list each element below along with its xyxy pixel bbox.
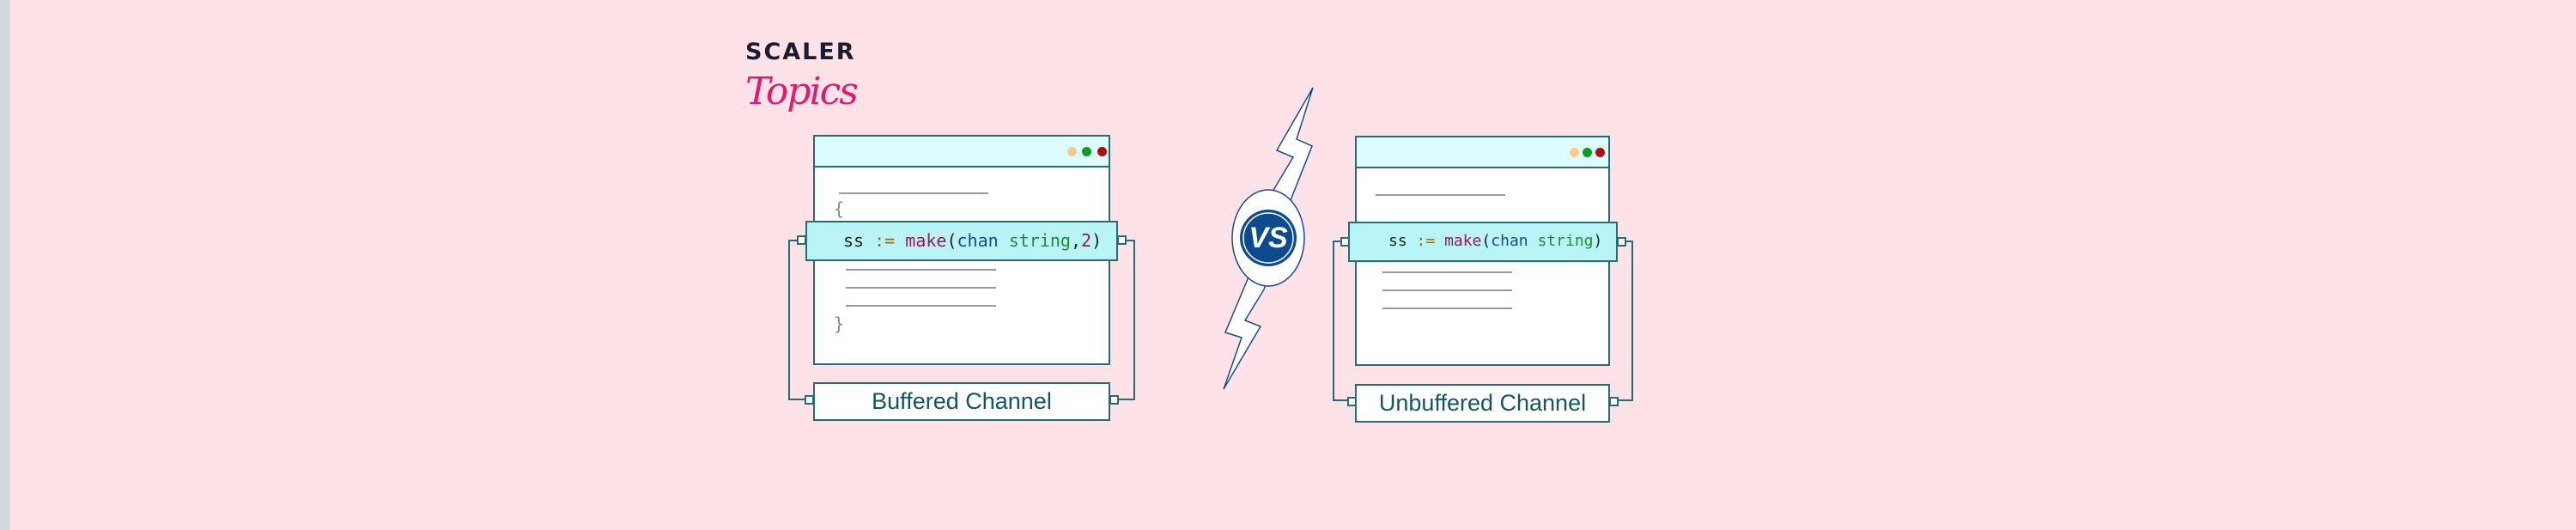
code-op: := — [1416, 232, 1436, 250]
code-kw: chan — [957, 230, 999, 251]
code-paren: ( — [946, 230, 957, 251]
window-titlebar — [1357, 137, 1608, 168]
code-paren: ) — [1091, 230, 1103, 251]
left-edge-strip — [0, 0, 10, 530]
window-titlebar — [815, 137, 1109, 168]
close-dot-icon — [1595, 148, 1605, 157]
code-placeholder-line — [839, 192, 988, 194]
close-brace: } — [834, 314, 845, 334]
right-connector-left — [1333, 241, 1350, 401]
unbuffered-code-line: ss := make(chan string) — [1348, 222, 1618, 262]
logo-topics: Topics — [745, 70, 859, 113]
maximize-dot-icon — [1082, 147, 1091, 156]
connector-node — [1609, 397, 1619, 406]
code-fn: make — [1444, 232, 1482, 250]
code-placeholder-line — [1382, 308, 1512, 309]
code-op: := — [874, 230, 896, 251]
minimize-dot-icon — [1570, 148, 1579, 157]
code-num: 2 — [1081, 230, 1092, 251]
close-dot-icon — [1097, 147, 1107, 156]
code-var: ss — [1388, 232, 1407, 250]
code-paren: ) — [1593, 232, 1603, 250]
code-sep: , — [1070, 230, 1082, 251]
connector-node — [805, 395, 814, 405]
minimize-dot-icon — [1067, 147, 1077, 156]
connector-node — [1109, 395, 1119, 405]
code-type: string — [1008, 230, 1071, 251]
code-kw: chan — [1491, 232, 1528, 250]
code-fn: make — [905, 230, 947, 251]
connector-node — [1347, 397, 1357, 406]
code-placeholder-line — [1382, 289, 1512, 291]
code-paren: ( — [1481, 232, 1492, 250]
left-connector-left — [788, 240, 807, 400]
code-placeholder-line — [846, 305, 996, 307]
connector-node — [1117, 235, 1127, 245]
buffered-channel-label: Buffered Channel — [813, 382, 1110, 421]
code-type: string — [1537, 232, 1594, 250]
code-placeholder-line — [846, 269, 996, 271]
code-placeholder-line — [1376, 194, 1505, 196]
open-brace: { — [834, 198, 845, 219]
code-placeholder-line — [846, 287, 996, 289]
maximize-dot-icon — [1583, 148, 1592, 157]
code-placeholder-line — [1382, 271, 1512, 273]
logo-scaler: SCALER — [745, 39, 856, 65]
buffered-code-line: ss := make(chan string,2) — [805, 221, 1118, 261]
code-var: ss — [843, 230, 865, 251]
left-connector-right — [1115, 240, 1135, 400]
vs-badge: VS — [1249, 222, 1288, 254]
right-connector-right — [1615, 241, 1633, 401]
unbuffered-channel-label: Unbuffered Channel — [1355, 384, 1610, 423]
lightning-bolt-icon — [1223, 87, 1314, 390]
connector-node — [1617, 237, 1626, 247]
